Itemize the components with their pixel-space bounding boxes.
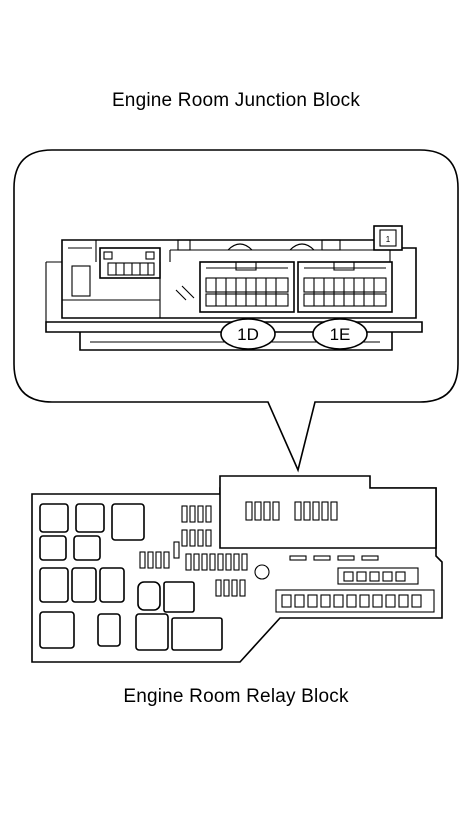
relay-block-title: Engine Room Relay Block	[123, 686, 349, 707]
connector-1d-text: 1D	[237, 325, 259, 344]
small-connector	[99, 247, 161, 279]
connector-1e-label: 1E	[312, 318, 368, 350]
connector-1d-drawing	[199, 261, 295, 313]
relay-block-drawing	[31, 475, 443, 663]
callout-bubble	[13, 149, 459, 473]
connector-1d-label: 1D	[220, 318, 276, 350]
junction-block-drawing	[45, 225, 423, 351]
small-connector-text: 1	[386, 235, 391, 244]
connector-1e-text: 1E	[330, 325, 351, 344]
connector-1e-drawing	[297, 261, 393, 313]
junction-block-title: Engine Room Junction Block	[111, 90, 361, 111]
